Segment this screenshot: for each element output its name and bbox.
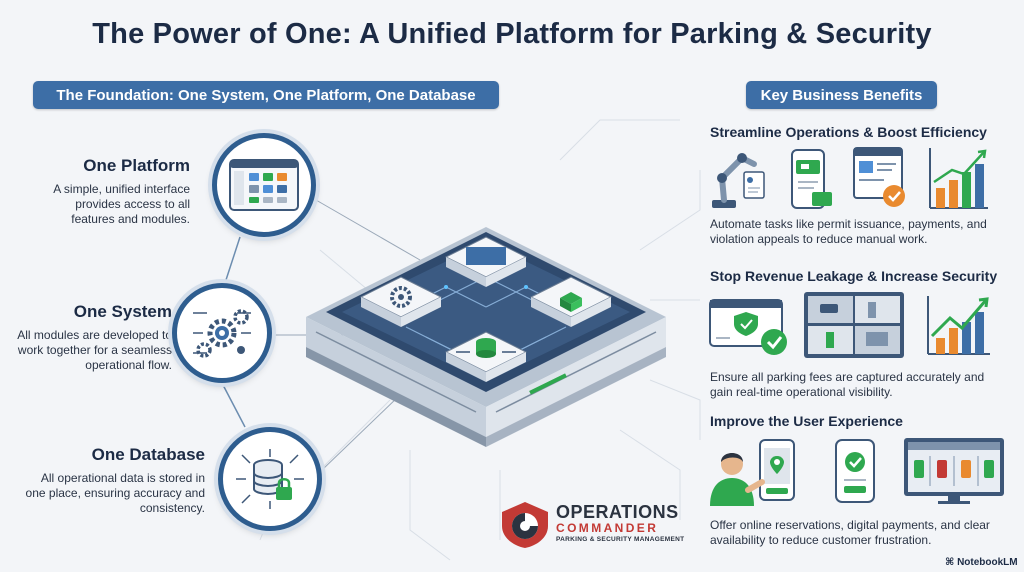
foundation-pill: The Foundation: One System, One Platform… — [33, 81, 499, 109]
benefit-text: Ensure all parking fees are captured acc… — [710, 370, 985, 399]
database-circle — [218, 427, 322, 531]
notebooklm-icon: ⌘ — [945, 557, 958, 568]
parking-availability-monitor-icon — [904, 438, 1004, 504]
cube-modules — [359, 236, 613, 382]
benefit-text: Offer online reservations, digital payme… — [710, 518, 990, 547]
user-phone-icon — [710, 439, 795, 506]
benefit-text: Automate tasks like permit issuance, pay… — [710, 217, 987, 246]
benefit-text-efficiency: Automate tasks like permit issuance, pay… — [710, 217, 1010, 247]
platform-circle — [212, 133, 316, 237]
feature-text: All modules are developed to work togeth… — [17, 328, 172, 372]
feature-text: All operational data is stored in one pl… — [25, 471, 205, 515]
watermark-text: NotebookLM — [957, 557, 1018, 568]
dashboard-icon — [229, 159, 299, 211]
benefits-pill: Key Business Benefits — [746, 81, 937, 109]
benefit-text-security: Ensure all parking fees are captured acc… — [710, 370, 1010, 400]
growth-chart-icon — [929, 148, 988, 209]
user-experience-icon-row — [710, 438, 1004, 506]
benefit-text-user-experience: Offer online reservations, digital payme… — [710, 518, 1010, 548]
benefit-heading: Improve the User Experience — [710, 413, 903, 429]
payment-phone-icon — [791, 149, 832, 209]
gears-icon — [193, 309, 251, 358]
central-platform-illustration — [306, 227, 666, 447]
rising-chart-icon — [927, 296, 990, 355]
operations-commander-logo — [502, 502, 548, 548]
feature-one-platform: One Platform A simple, unified interface… — [30, 156, 190, 227]
feature-heading: One Platform — [83, 156, 190, 175]
database-lock-icon — [236, 449, 304, 509]
check-phone-icon — [835, 439, 875, 503]
camera-monitor-icon — [804, 292, 904, 358]
robot-arm-icon — [712, 153, 765, 208]
feature-one-system: One System All modules are developed to … — [10, 302, 172, 373]
logo-line-operations: OPERATIONS — [556, 502, 679, 522]
approved-document-icon — [853, 147, 905, 207]
secure-payment-icon — [709, 299, 787, 355]
logo-line-tagline: PARKING & SECURITY MANAGEMENT — [556, 536, 685, 543]
feature-heading: One Database — [91, 445, 205, 464]
logo-line-commander: COMMANDER — [556, 521, 659, 535]
feature-one-database: One Database All operational data is sto… — [20, 445, 205, 516]
notebooklm-watermark: ⌘ NotebookLM — [945, 557, 1018, 568]
benefit-heading-security: Stop Revenue Leakage & Increase Security — [710, 268, 1010, 284]
feature-heading: One System — [73, 302, 172, 321]
security-icon-row — [709, 292, 990, 358]
page-title: The Power of One: A Unified Platform for… — [92, 18, 932, 50]
benefit-heading: Streamline Operations & Boost Efficiency — [710, 124, 987, 140]
benefit-heading-user-experience: Improve the User Experience — [710, 413, 1010, 429]
system-circle — [172, 283, 272, 383]
benefit-heading: Stop Revenue Leakage & Increase Security — [710, 268, 998, 284]
benefit-heading-efficiency: Streamline Operations & Boost Efficiency — [710, 124, 1010, 140]
feature-text: A simple, unified interface provides acc… — [53, 182, 190, 226]
efficiency-icon-row — [712, 147, 988, 209]
